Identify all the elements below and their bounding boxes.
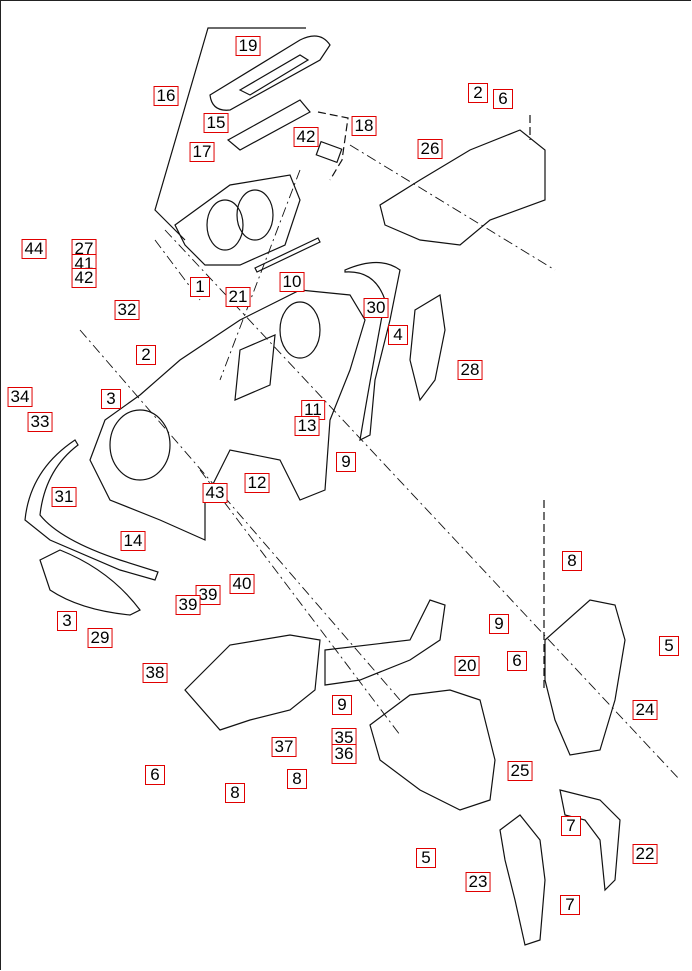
part-29-cover bbox=[39, 549, 141, 616]
callout-30: 30 bbox=[363, 298, 389, 318]
part-housing-top bbox=[174, 174, 301, 266]
gauge-opening-right bbox=[279, 301, 321, 359]
part-24-assembly bbox=[544, 599, 626, 756]
callout-6: 6 bbox=[507, 651, 527, 671]
assembly-dash-line bbox=[79, 329, 401, 701]
callout-25: 25 bbox=[507, 761, 533, 781]
callout-9: 9 bbox=[489, 614, 509, 634]
callout-22: 22 bbox=[632, 844, 658, 864]
callout-32: 32 bbox=[114, 300, 140, 320]
callout-6: 6 bbox=[145, 765, 165, 785]
callout-36: 36 bbox=[331, 744, 357, 764]
part-18-group-line bbox=[317, 111, 349, 181]
callout-39: 39 bbox=[175, 595, 201, 615]
callout-18: 18 bbox=[351, 116, 377, 136]
callout-5: 5 bbox=[659, 636, 679, 656]
callout-40: 40 bbox=[229, 574, 255, 594]
callout-42: 42 bbox=[293, 127, 319, 147]
callout-8: 8 bbox=[225, 783, 245, 803]
callout-7: 7 bbox=[561, 816, 581, 836]
callout-35: 35 bbox=[331, 728, 357, 748]
callout-37: 37 bbox=[271, 737, 297, 757]
callout-3: 3 bbox=[57, 611, 77, 631]
part-31-strip bbox=[24, 439, 159, 581]
part-28-panel bbox=[409, 294, 446, 402]
callout-7: 7 bbox=[560, 895, 580, 915]
callout-31: 31 bbox=[51, 487, 77, 507]
callout-21: 21 bbox=[225, 287, 251, 307]
callout-4: 4 bbox=[388, 325, 408, 345]
callout-14: 14 bbox=[120, 531, 146, 551]
callout-28: 28 bbox=[457, 360, 483, 380]
part-18-module bbox=[315, 140, 343, 164]
assembly-dash-line bbox=[199, 469, 401, 736]
part-30-strip bbox=[344, 261, 401, 442]
callout-1: 1 bbox=[190, 277, 210, 297]
callout-9: 9 bbox=[336, 452, 356, 472]
callout-26: 26 bbox=[417, 139, 443, 159]
callout-20: 20 bbox=[454, 656, 480, 676]
callout-43: 43 bbox=[202, 483, 228, 503]
part-23-bracket bbox=[499, 814, 546, 946]
callout-34: 34 bbox=[7, 387, 33, 407]
callout-3: 3 bbox=[101, 389, 121, 409]
callout-44: 44 bbox=[21, 239, 47, 259]
callout-29: 29 bbox=[87, 628, 113, 648]
callout-5: 5 bbox=[416, 848, 436, 868]
assembly-dash-lines bbox=[79, 144, 681, 781]
callout-13: 13 bbox=[294, 416, 320, 436]
callout-2: 2 bbox=[136, 345, 156, 365]
assembly-dash-line bbox=[164, 229, 681, 781]
callout-16: 16 bbox=[153, 86, 179, 106]
callout-9: 9 bbox=[332, 695, 352, 715]
part-26-plate bbox=[379, 129, 546, 246]
callout-6: 6 bbox=[493, 89, 513, 109]
callout-2: 2 bbox=[468, 83, 488, 103]
callout-33: 33 bbox=[27, 412, 53, 432]
callout-8: 8 bbox=[562, 551, 582, 571]
part-17-bracket bbox=[226, 99, 311, 151]
callout-39: 39 bbox=[195, 585, 221, 605]
part-38-panel bbox=[184, 634, 321, 731]
dash-panel-center-opening bbox=[234, 334, 276, 401]
callout-19: 19 bbox=[235, 36, 261, 56]
part-19-trim-window bbox=[238, 54, 310, 96]
part-20-duct bbox=[324, 599, 446, 686]
assembly-dash-line bbox=[219, 169, 301, 381]
callout-12: 12 bbox=[244, 473, 270, 493]
callout-10: 10 bbox=[279, 272, 305, 292]
callout-8: 8 bbox=[287, 769, 307, 789]
callout-17: 17 bbox=[189, 142, 215, 162]
callout-42: 42 bbox=[71, 268, 97, 288]
callout-23: 23 bbox=[465, 872, 491, 892]
assembly-bracket-line bbox=[154, 27, 306, 241]
callout-15: 15 bbox=[203, 113, 229, 133]
housing-gauge-right bbox=[236, 189, 274, 241]
part-10-strip bbox=[254, 237, 321, 273]
part-19-trim bbox=[209, 35, 331, 111]
part-25-housing bbox=[369, 689, 496, 811]
assembly-dash-line bbox=[349, 144, 556, 271]
housing-gauge-left bbox=[206, 199, 244, 251]
gauge-opening-left bbox=[109, 409, 171, 481]
callout-38: 38 bbox=[142, 663, 168, 683]
part-22-bracket bbox=[559, 789, 621, 892]
callout-24: 24 bbox=[632, 700, 658, 720]
